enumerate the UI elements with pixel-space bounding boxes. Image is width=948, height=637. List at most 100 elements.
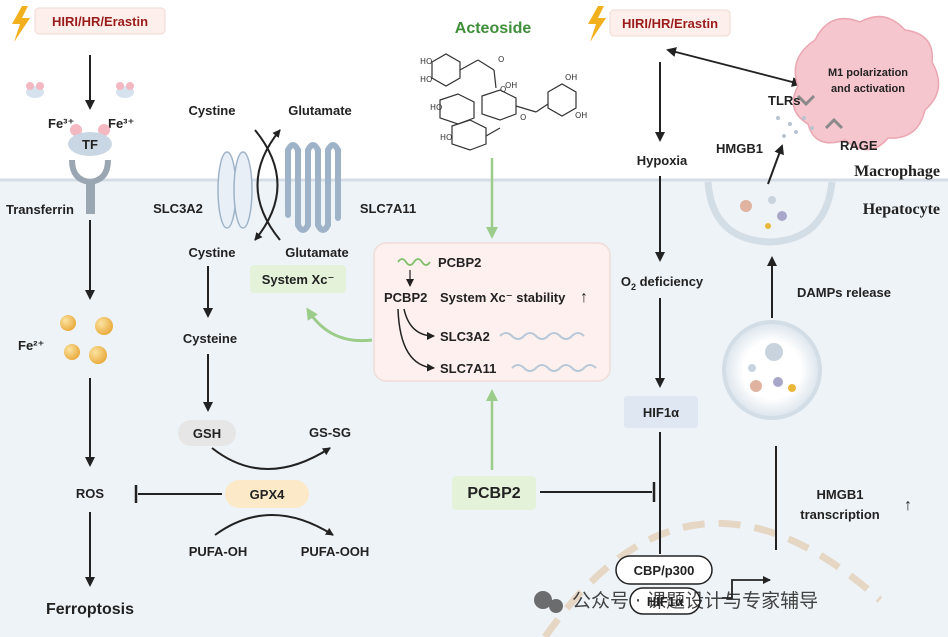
m1-label-line1: M1 polarization — [828, 67, 908, 79]
fe2-balls — [60, 315, 113, 364]
iron-ion-icon — [26, 82, 34, 90]
pufa-oh-label: PUFA-OH — [189, 544, 248, 559]
svg-text:O: O — [520, 113, 526, 122]
lightning-icon — [12, 6, 30, 42]
system-xc-badge — [250, 265, 346, 293]
hif1a-label: HIF1α — [643, 405, 679, 420]
lightning-icon — [588, 6, 606, 42]
hif1a-badge — [624, 396, 698, 428]
hypoxia-label: Hypoxia — [637, 153, 688, 168]
vesicle-particle — [765, 223, 771, 229]
rna-squiggle-icon — [397, 258, 431, 266]
drug-name: Acteoside — [455, 20, 532, 37]
cystine-out-label: Cystine — [189, 103, 236, 118]
iron-molecules — [26, 82, 134, 98]
arrow-gsh-to-gssg — [211, 447, 331, 470]
hif1a-nuclear-pill — [629, 587, 701, 615]
svg-text:OH: OH — [565, 73, 577, 82]
nucleus-envelope — [542, 519, 883, 637]
green-arrow-box-to-system-xc — [306, 307, 373, 343]
tlr-receptor-icon — [796, 94, 816, 107]
stimulus-label: HIRI/HR/Erastin — [52, 14, 148, 29]
cbp-p300-pill — [615, 555, 713, 585]
macrophage-body — [792, 15, 940, 151]
svg-text:OH: OH — [505, 81, 517, 90]
transporter-helix-coil — [285, 142, 341, 233]
slc3a2-transporter — [217, 151, 253, 229]
pcbp2-box-left-label: PCBP2 — [384, 290, 427, 305]
svg-text:O: O — [500, 85, 506, 94]
cbp-p300-label: CBP/p300 — [634, 563, 695, 578]
slc7a11-label: SLC7A11 — [360, 201, 416, 216]
macrophage-cell: M1 polarization and activation — [792, 15, 940, 151]
glutamate-out-label: Glutamate — [288, 103, 352, 118]
system-xc-badge-label: System Xc⁻ — [262, 272, 335, 287]
hmgb1-transcription-line1: HMGB1 — [817, 487, 864, 502]
hmgb1-particles — [776, 116, 814, 138]
cystine-in-label: Cystine — [189, 245, 236, 260]
pcbp2-box-top-label: PCBP2 — [438, 255, 481, 270]
vesicle-particle — [777, 211, 787, 221]
vesicle-particle — [768, 196, 776, 204]
transferrin-receptor — [69, 159, 111, 214]
hepatocyte-label: Hepatocyte — [863, 201, 940, 218]
gpx4-label: GPX4 — [250, 487, 285, 502]
center-mechanism-box — [373, 242, 611, 382]
fe2-ball — [64, 344, 80, 360]
mrna-wave-icon — [499, 332, 585, 340]
macrophage-label: Macrophage — [854, 163, 940, 180]
glutamate-in-label: Glutamate — [285, 245, 349, 260]
vesicle-particle — [748, 364, 756, 372]
vesicle-particle — [765, 343, 783, 361]
transcription-start-arrow — [722, 576, 771, 599]
vesicle-particle — [740, 200, 752, 212]
arrow-pcbp2-to-slc3a2 — [403, 308, 435, 340]
gsh-label: GSH — [193, 426, 221, 441]
arrow-pcbp2-to-slc7a11 — [397, 308, 435, 372]
vesicle-particle — [788, 384, 796, 392]
slc7a11-mrna-label: SLC7A11 — [440, 361, 496, 376]
slc3a2-mrna-label: SLC3A2 — [440, 329, 490, 344]
slc3a2-label: SLC3A2 — [153, 201, 203, 216]
pcbp2-bottom-label: PCBP2 — [467, 485, 520, 502]
svg-text:OH: OH — [575, 111, 587, 120]
acteoside-structure — [431, 53, 577, 151]
stability-label: System Xc⁻ stability — [440, 290, 566, 305]
transferrin-label: Transferrin — [6, 202, 74, 217]
stability-up-arrow: ↑ — [580, 289, 588, 306]
fe3-ball — [70, 124, 82, 136]
fe2-label: Fe²⁺ — [18, 338, 44, 353]
transporter-helix — [233, 151, 253, 229]
fe2-ball — [95, 317, 113, 335]
mrna-wave-icon — [511, 364, 597, 372]
svg-text:HO: HO — [430, 103, 442, 112]
watermark-text: 公众号 · 课题设计与专家辅导 — [572, 590, 818, 612]
arrow-hmgb1-to-receptors — [767, 144, 784, 185]
arrow-pufa-oh-to-ooh — [214, 514, 334, 536]
svg-text:HO: HO — [420, 75, 432, 84]
ros-label: ROS — [76, 486, 105, 501]
gsh-badge — [178, 420, 236, 446]
wechat-icon — [549, 599, 563, 613]
slc7a11-transporter — [285, 142, 341, 233]
tf-protein — [68, 132, 112, 156]
wechat-icon — [534, 591, 552, 609]
cystine-import-arrow — [254, 129, 279, 241]
fe3-ball — [98, 124, 110, 136]
cysteine-label: Cysteine — [183, 331, 237, 346]
iron-ion-icon — [126, 82, 134, 90]
stimulus-label: HIRI/HR/Erastin — [622, 16, 718, 31]
iron-ion-icon — [116, 82, 124, 90]
rage-label: RAGE — [840, 138, 878, 153]
fe3-label-right: Fe³⁺ — [108, 116, 134, 131]
stimulus-label-box — [609, 9, 731, 37]
glutamate-export-arrow — [256, 129, 281, 241]
rage-receptor-icon — [824, 117, 844, 130]
damps-label: DAMPs release — [797, 285, 891, 300]
stimulus-left: HIRI/HR/Erastin — [12, 6, 166, 42]
hmgb1-transcription-line2: transcription — [800, 507, 880, 522]
fe2-ball — [89, 346, 107, 364]
o2-deficiency-label: O2 deficiency — [621, 274, 704, 292]
fe3-label-left: Fe³⁺ — [48, 116, 74, 131]
